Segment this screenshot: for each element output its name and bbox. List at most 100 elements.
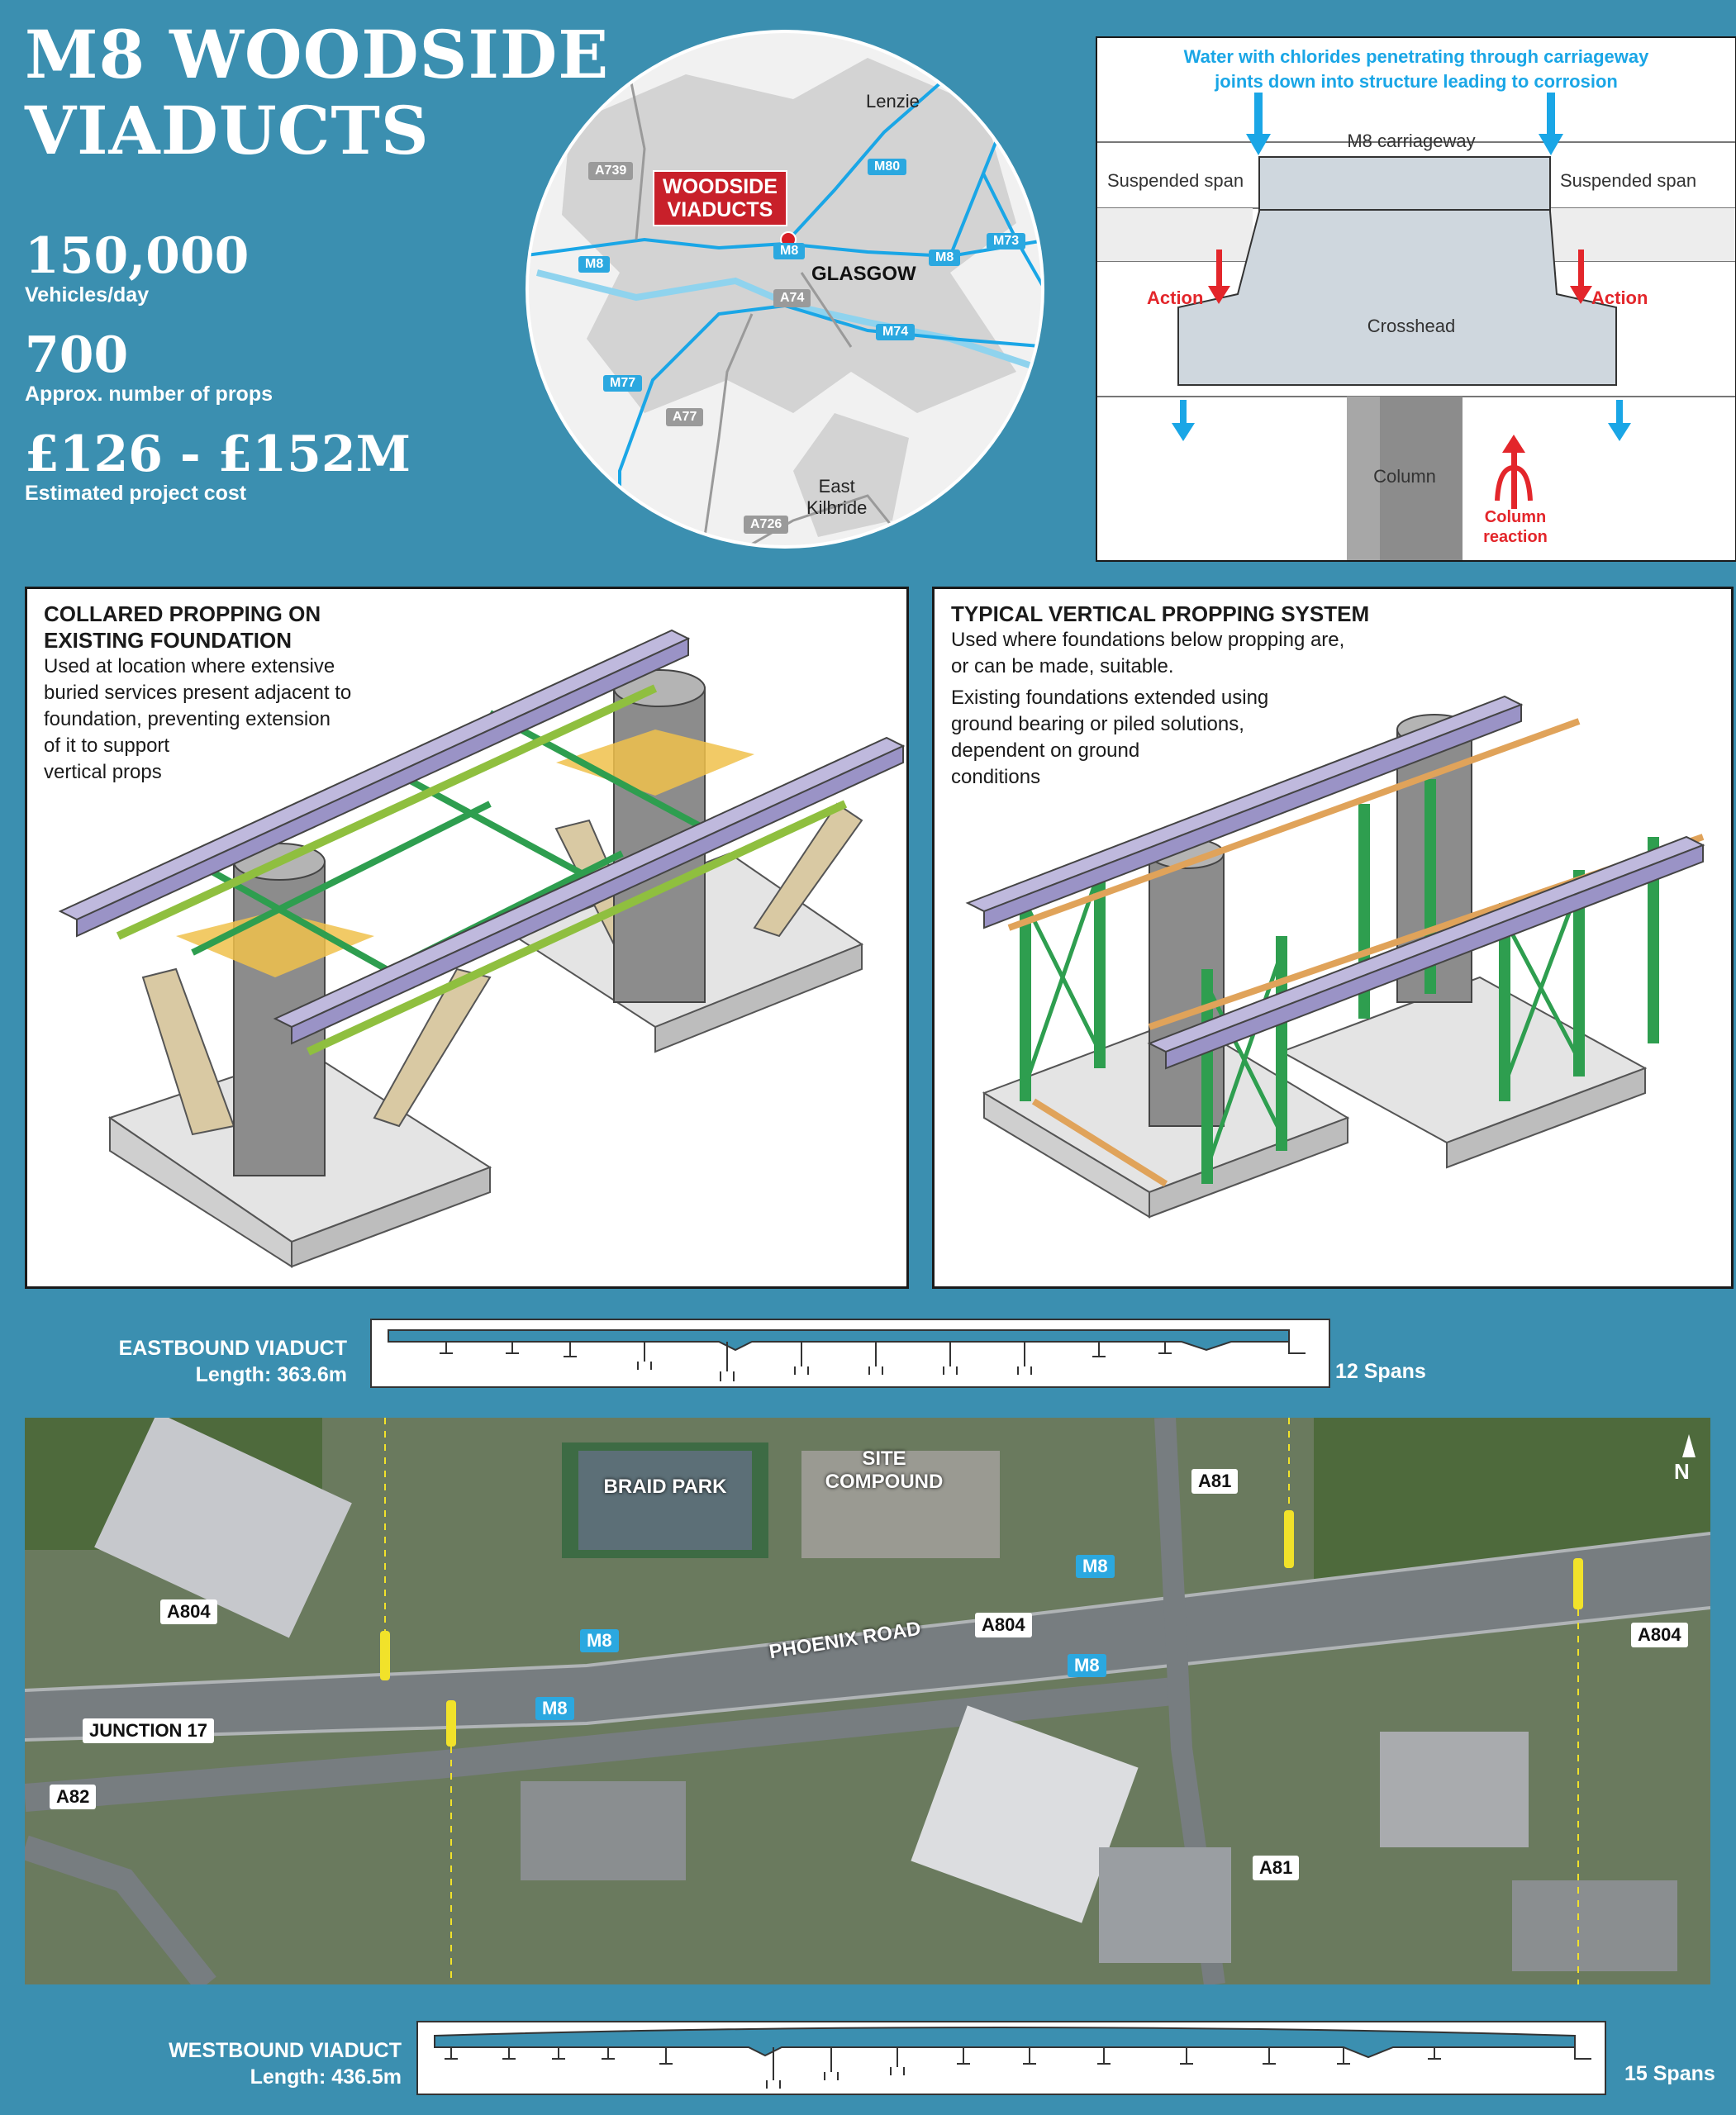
column-reaction-line-1: Column — [1484, 508, 1547, 526]
road-label-a804-left: A804 — [160, 1599, 217, 1624]
stat-label: Approx. number of props — [25, 383, 273, 406]
road-label: A77 — [666, 408, 704, 426]
stat-label: Vehicles/day — [25, 283, 150, 307]
action-right-label: Action — [1591, 288, 1648, 308]
aerial-photo: BRAID PARK SITE COMPOUND A81 A81 A804 A8… — [25, 1418, 1710, 1984]
collared-propping-panel: COLLARED PROPPING ON EXISTING FOUNDATION… — [25, 587, 909, 1289]
road-label: M80 — [868, 159, 907, 175]
column-label: Column — [1373, 466, 1436, 487]
collared-propping-text: COLLARED PROPPING ON EXISTING FOUNDATION… — [44, 601, 432, 786]
north-arrow-icon — [1682, 1434, 1696, 1457]
westbound-length: Length: 436.5m — [250, 2065, 402, 2089]
collared-heading-2: EXISTING FOUNDATION — [44, 628, 292, 653]
vertical-heading: TYPICAL VERTICAL PROPPING SYSTEM — [951, 601, 1370, 626]
collared-text-line: foundation, preventing extension — [44, 708, 331, 730]
vertical-text-line: conditions — [951, 766, 1041, 788]
collared-text-line: Used at location where extensive — [44, 655, 335, 677]
vertical-text-line: Existing foundations extended using — [951, 687, 1269, 709]
north-label: N — [1674, 1459, 1690, 1484]
m8-road-tag: M8 — [1076, 1555, 1115, 1578]
marker-line-1: WOODSIDE — [663, 175, 778, 198]
eastbound-spans: 12 Spans — [1335, 1360, 1426, 1383]
westbound-name: WESTBOUND VIADUCT — [169, 2039, 402, 2062]
aerial-photo-graphic — [25, 1418, 1710, 1984]
woodside-viaducts-marker: WOODSIDE VIADUCTS — [653, 170, 787, 226]
road-label: A74 — [773, 289, 811, 307]
collared-propping-illustration — [58, 629, 906, 1268]
road-label: M8 — [578, 256, 611, 273]
m8-road-tag: M8 — [535, 1697, 574, 1720]
vertical-text-line: ground bearing or piled solutions, — [951, 713, 1244, 735]
water-arrows — [1172, 93, 1631, 441]
eastbound-length: Length: 363.6m — [195, 1363, 347, 1386]
site-compound-label: SITE COMPOUND — [801, 1447, 967, 1494]
viaduct-dashed-guides — [384, 1418, 1579, 1984]
title-line-1: M8 WOODSIDE — [25, 16, 610, 93]
vertical-propping-illustration — [965, 695, 1705, 1219]
suspended-span-left-label: Suspended span — [1107, 170, 1244, 191]
stat-value: £126 - £152M — [25, 425, 411, 483]
water-note-line-2: joints down into structure leading to co… — [1215, 71, 1618, 92]
westbound-elevation-graphic — [434, 2027, 1591, 2089]
collared-text-line: of it to support — [44, 734, 170, 757]
road-label-a804-right: A804 — [1631, 1623, 1688, 1647]
road-label: A726 — [744, 516, 789, 534]
place-ek-line-1: East — [818, 476, 855, 497]
braid-park-label: BRAID PARK — [603, 1476, 727, 1498]
junction-17-label: JUNCTION 17 — [83, 1718, 215, 1743]
eastbound-elevation — [370, 1319, 1330, 1388]
water-note-line-1: Water with chlorides penetrating through… — [1183, 46, 1649, 67]
marker-line-2: VIADUCTS — [667, 198, 773, 221]
carriageway-label: M8 carriageway — [1347, 131, 1476, 151]
collared-text-line: vertical props — [44, 761, 162, 783]
suspended-span-right-label: Suspended span — [1560, 170, 1697, 191]
action-left-label: Action — [1147, 288, 1204, 308]
vertical-propping-panel: TYPICAL VERTICAL PROPPING SYSTEM Used wh… — [932, 587, 1734, 1289]
column-reaction-line-2: reaction — [1483, 528, 1548, 546]
city-label: GLASGOW — [811, 263, 916, 285]
road-label: M73 — [987, 233, 1026, 250]
site-line-2: COMPOUND — [825, 1471, 944, 1493]
stat-cost: £126 - £152M Estimated project cost — [25, 428, 411, 506]
stat-value: 700 — [25, 326, 129, 384]
road-label-a81-top: A81 — [1191, 1469, 1239, 1494]
eastbound-elevation-graphic — [388, 1329, 1306, 1381]
m8-road-tag: M8 — [1068, 1654, 1106, 1677]
place-lenzie: Lenzie — [866, 91, 920, 112]
stat-props: 700 Approx. number of props — [25, 329, 273, 406]
westbound-label: WESTBOUND VIADUCT Length: 436.5m — [99, 2037, 402, 2090]
westbound-elevation — [416, 2021, 1606, 2095]
road-label: M8 — [773, 243, 806, 259]
road-label-a81-bottom: A81 — [1253, 1856, 1300, 1880]
road-label: M77 — [603, 375, 643, 392]
vertical-text-line: or can be made, suitable. — [951, 655, 1174, 677]
water-note: Water with chlorides penetrating through… — [1097, 45, 1735, 94]
vertical-text-line: dependent on ground — [951, 739, 1140, 762]
collared-text-line: buried services present adjacent to — [44, 682, 352, 704]
locator-map: WOODSIDE VIADUCTS GLASGOW Lenzie East Ki… — [521, 25, 1049, 554]
vertical-propping-text: TYPICAL VERTICAL PROPPING SYSTEM Used wh… — [951, 601, 1447, 791]
stat-label: Estimated project cost — [25, 482, 247, 505]
place-east-kilbride: East Kilbride — [806, 476, 867, 519]
road-label: M8 — [929, 250, 961, 266]
page-title: M8 WOODSIDE VIADUCTS — [25, 17, 609, 169]
road-label: A739 — [588, 162, 634, 180]
westbound-spans: 15 Spans — [1624, 2062, 1715, 2085]
road-label-a804-mid: A804 — [975, 1613, 1032, 1637]
stat-value: 150,000 — [25, 227, 250, 285]
eastbound-label: EASTBOUND VIADUCT Length: 363.6m — [50, 1335, 347, 1388]
viaduct-end-markers — [380, 1510, 1583, 1747]
section-diagram: Water with chlorides penetrating through… — [1096, 36, 1736, 562]
vertical-text-line: Used where foundations below propping ar… — [951, 629, 1345, 651]
eastbound-name: EASTBOUND VIADUCT — [118, 1337, 347, 1360]
section-diagram-graphic — [1097, 93, 1735, 560]
column-reaction-label: Column reaction — [1474, 507, 1557, 547]
action-arrows — [1208, 250, 1592, 509]
road-label-a82: A82 — [50, 1785, 97, 1809]
stat-vehicles: 150,000 Vehicles/day — [25, 230, 249, 307]
m8-road-tag: M8 — [580, 1629, 619, 1652]
title-line-2: VIADUCTS — [25, 92, 430, 169]
site-line-1: SITE — [862, 1447, 906, 1470]
crosshead-label: Crosshead — [1367, 316, 1456, 336]
road-label: M74 — [876, 324, 916, 340]
